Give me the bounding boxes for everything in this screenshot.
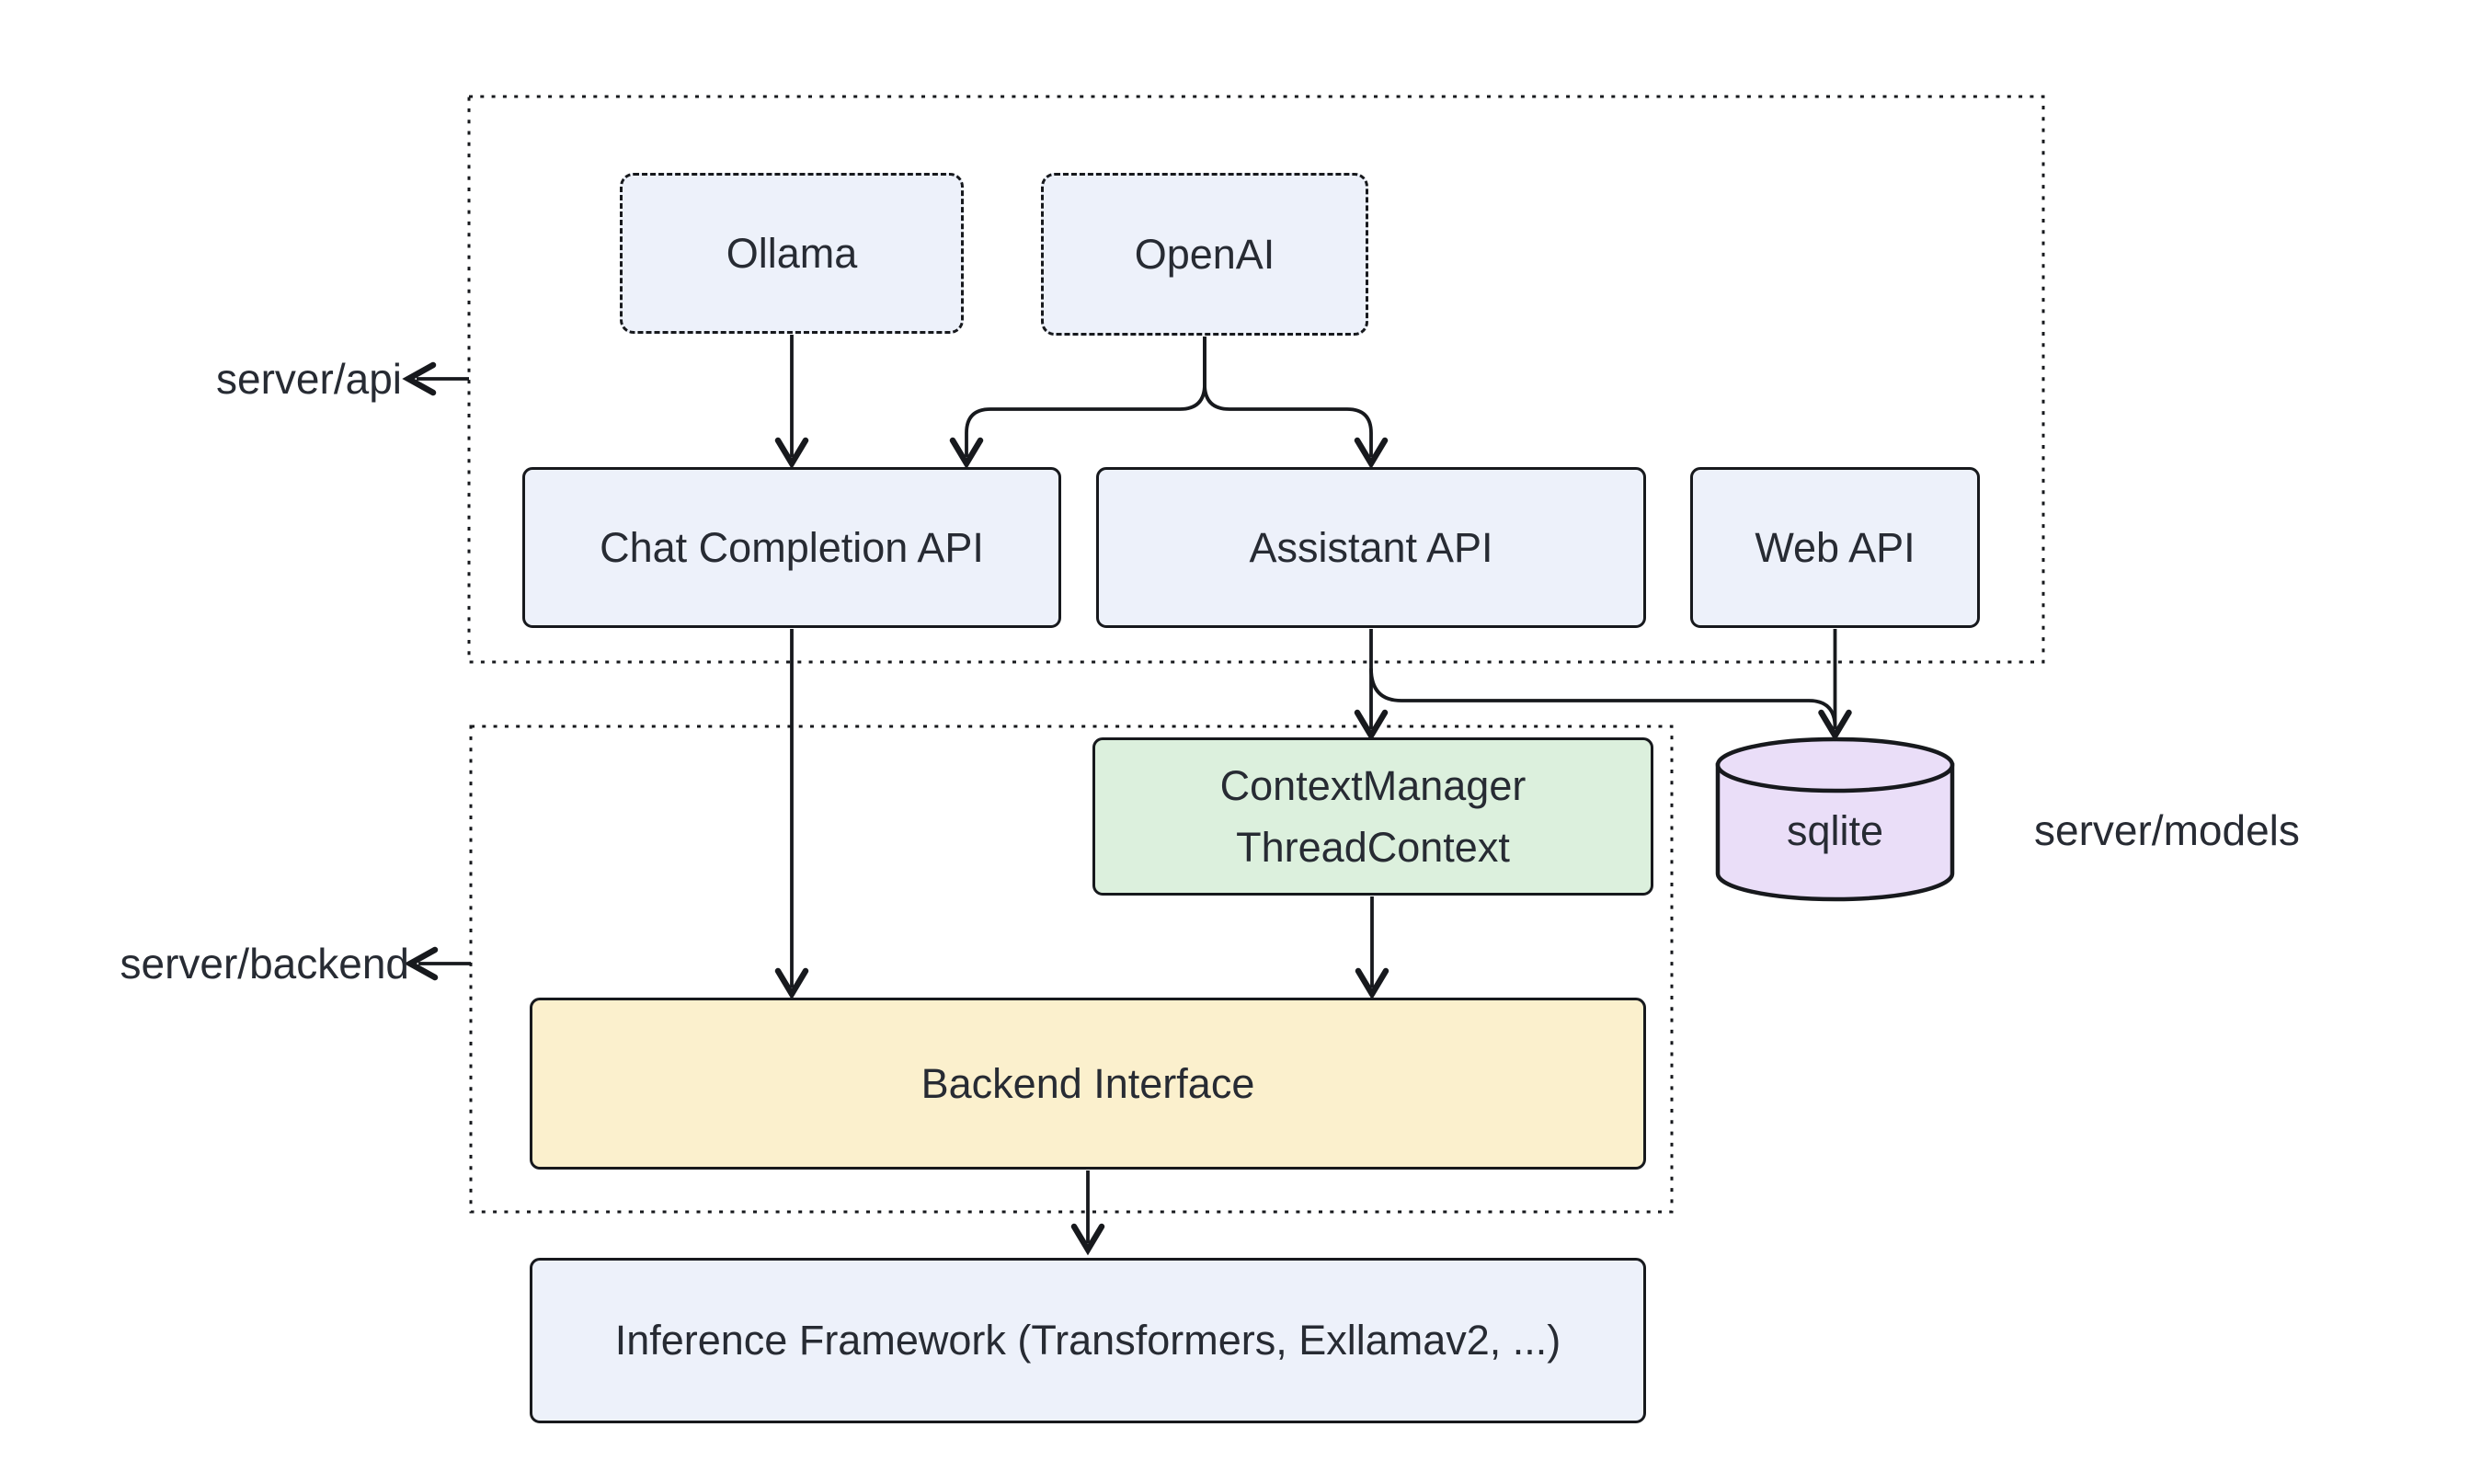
label-server-backend-text: server/backend [120,940,410,987]
node-context-manager-line2: ThreadContext [1236,824,1510,871]
server-api-container [467,95,2045,664]
node-assistant-api: Assistant API [1096,467,1646,628]
edge-assistant-to-sqlite [1369,668,1837,728]
server-backend-container [469,725,1674,1214]
arrowhead-backend-interface-to-inference [1070,1223,1105,1256]
arrowhead-server-backend-pointer [404,946,439,981]
arrowhead-openai-to-chat [949,437,984,470]
node-backend-interface: Backend Interface [530,998,1646,1170]
label-server-api-text: server/api [216,355,402,403]
node-backend-interface-label: Backend Interface [921,1059,1255,1107]
arrowhead-chat-to-backend-interface [774,967,809,1000]
edge-openai-to-assistant [1203,337,1373,457]
arrowhead-server-api-pointer [402,361,437,396]
node-chat-completion-api: Chat Completion API [522,467,1061,628]
node-inference-framework-label: Inference Framework (Transformers, Exlla… [614,1317,1561,1364]
node-ollama: Ollama [620,173,964,334]
arrowhead-assistant-to-context [1354,709,1389,742]
edge-openai-to-chat [965,337,1206,457]
arrowhead-ollama-to-chat [774,437,809,470]
node-openai-label: OpenAI [1134,230,1275,278]
node-sqlite-label: sqlite [1718,787,1952,874]
label-server-backend: server/backend [81,939,410,988]
node-web-api: Web API [1690,467,1980,628]
node-ollama-label: Ollama [726,229,858,277]
node-context-manager-line1: ContextManager [1219,761,1527,809]
node-inference-framework: Inference Framework (Transformers, Exlla… [530,1258,1646,1423]
node-assistant-api-label: Assistant API [1249,523,1493,571]
sqlite-label-text: sqlite [1786,806,1884,854]
label-server-models-text: server/models [2034,806,2300,854]
node-context-manager: ContextManager ThreadContext [1092,737,1653,896]
arrowhead-context-to-backend-interface [1355,967,1389,1000]
sqlite-cylinder [1715,736,1955,902]
label-server-models: server/models [2034,805,2384,855]
node-openai: OpenAI [1041,173,1368,336]
arrowhead-openai-to-assistant [1354,437,1389,470]
label-server-api: server/api [138,354,402,404]
node-chat-completion-api-label: Chat Completion API [600,523,984,571]
node-web-api-label: Web API [1755,523,1915,571]
arrowhead-web-to-sqlite [1818,709,1852,742]
